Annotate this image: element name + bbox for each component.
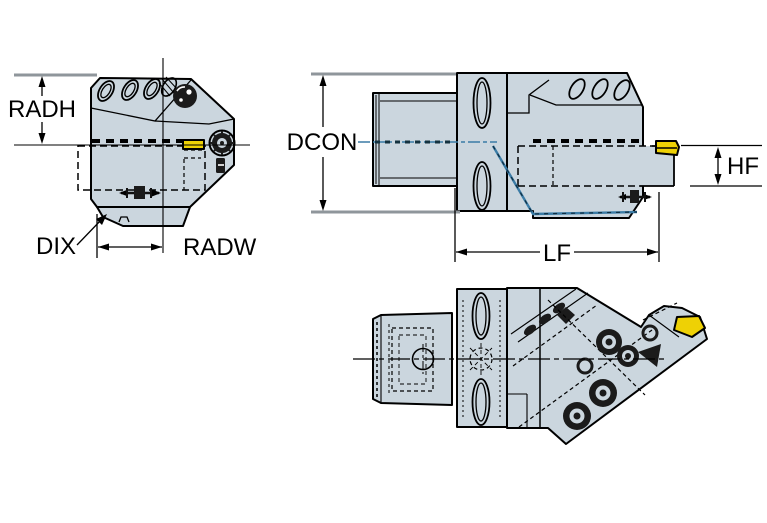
top-hidden-lines	[512, 299, 653, 428]
lf-dimension: LF	[454, 188, 660, 267]
top-head	[506, 287, 708, 445]
front-top-openings	[97, 76, 179, 102]
side-blade-edge	[491, 145, 638, 216]
top-screw-icons	[563, 324, 661, 430]
radh-dimension: RADH	[8, 73, 97, 144]
radw-dimension: RADW	[96, 214, 257, 261]
top-insert	[673, 315, 706, 338]
dix-dimension: DIX	[36, 214, 107, 260]
hf-dimension: HF	[681, 144, 762, 187]
side-view: DCON LF HF	[287, 72, 762, 267]
front-clamp-glyph	[216, 158, 225, 173]
dcon-label: DCON	[287, 129, 358, 156]
front-clamp-screw-icon	[119, 186, 161, 199]
radw-label: RADW	[183, 234, 257, 261]
hf-label: HF	[727, 153, 759, 180]
front-torx-screw-icon	[208, 129, 236, 157]
top-hidden-screw	[469, 347, 493, 371]
side-blade-bar	[517, 145, 675, 187]
top-view	[353, 287, 708, 445]
side-top-openings	[568, 78, 631, 101]
dix-label: DIX	[36, 233, 76, 260]
front-screw-head-icon	[173, 84, 197, 108]
lf-label: LF	[543, 240, 571, 267]
front-notch	[118, 216, 130, 223]
front-bottom-clamp	[96, 206, 191, 227]
side-clamp-screw-icon	[618, 190, 652, 203]
top-opening-band	[510, 288, 589, 343]
radh-label: RADH	[8, 96, 76, 123]
dcon-dimension: DCON	[287, 72, 460, 214]
side-shaft	[372, 92, 458, 187]
front-view: RADH DIX RADW	[8, 58, 257, 261]
